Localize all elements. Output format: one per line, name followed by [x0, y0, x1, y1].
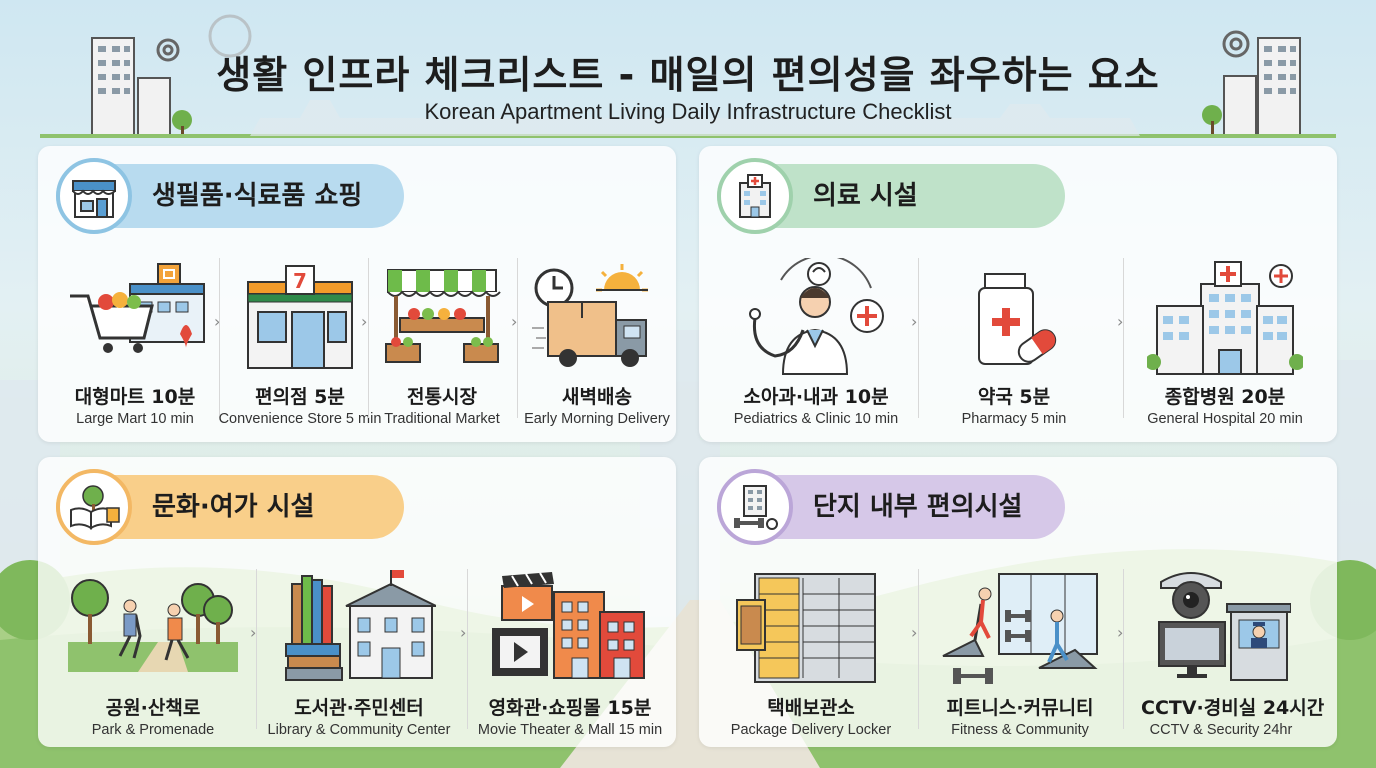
divider — [368, 258, 369, 418]
library-icon — [285, 570, 436, 681]
list-item: 피트니스·커뮤니티 Fitness & Community — [939, 569, 1101, 749]
chevron-right-icon: › — [250, 623, 257, 642]
item-label-en: Convenience Store 5 min — [218, 411, 382, 427]
item-list: 공원·산책로 Park & Promenade › — [38, 569, 676, 749]
item-label-en: Movie Theater & Mall 15 min — [477, 722, 663, 738]
list-item: 영화관·쇼핑몰 15분 Movie Theater & Mall 15 min — [478, 569, 662, 749]
divider — [517, 258, 518, 418]
shopping-cart-mart-icon — [70, 263, 205, 353]
item-list: 소아과·내과 10분 Pediatrics & Clinic 10 min › … — [699, 258, 1337, 438]
item-label-en: Traditional Market — [384, 411, 500, 427]
item-label-ko: 도서관·주민센터 — [294, 697, 424, 719]
item-label-ko: 약국 5분 — [977, 386, 1051, 408]
section-header-shopping: 생필품·식료품 쇼핑 — [56, 158, 404, 234]
chevron-right-icon: › — [911, 623, 918, 642]
divider — [918, 569, 919, 729]
divider — [219, 258, 220, 418]
hospital-icon — [717, 158, 793, 234]
chevron-right-icon: › — [1117, 312, 1124, 331]
divider — [256, 569, 257, 729]
item-label-en: Park & Promenade — [91, 722, 215, 738]
header: 생활 인프라 체크리스트 - 매일의 편의성을 좌우하는 요소 Korean A… — [0, 0, 1376, 140]
chevron-right-icon: › — [1117, 623, 1124, 642]
divider — [467, 569, 468, 729]
section-complex: 단지 내부 편의시설 택배보관소 Package Delivery Locker… — [699, 457, 1337, 747]
section-medical: 의료 시설 소아과·내과 10분 Pediatrics & Clinic 10 … — [699, 146, 1337, 442]
item-label-ko: 대형마트 10분 — [74, 386, 196, 408]
list-item: 7 편의점 5분 Convenience Store 5 min — [219, 258, 381, 438]
item-label-ko: CCTV·경비실 24시간 — [1141, 697, 1325, 719]
chevron-right-icon: › — [361, 312, 368, 331]
list-item: 소아과·내과 10분 Pediatrics & Clinic 10 min — [734, 258, 898, 438]
book-tree-icon — [56, 469, 132, 545]
chevron-right-icon: › — [214, 312, 221, 331]
general-hospital-icon — [1147, 261, 1303, 375]
convenience-store-icon: 7 — [247, 265, 353, 369]
doctor-icon — [749, 258, 884, 375]
item-label-en: Package Delivery Locker — [730, 722, 892, 738]
cctv-icon — [1158, 572, 1291, 681]
market-stall-icon — [385, 269, 501, 363]
page-title: 생활 인프라 체크리스트 - 매일의 편의성을 좌우하는 요소 — [216, 53, 1160, 97]
pharmacy-icon — [978, 273, 1057, 365]
item-label-en: CCTV & Security 24hr — [1149, 722, 1293, 738]
list-item: 약국 5분 Pharmacy 5 min — [959, 258, 1069, 438]
section-header-culture: 문화·여가 시설 — [56, 469, 404, 545]
list-item: 공원·산책로 Park & Promenade — [68, 569, 238, 749]
item-label-en: Early Morning Delivery — [524, 411, 670, 427]
list-item: 새벽배송 Early Morning Delivery — [524, 258, 670, 438]
svg-text:7: 7 — [293, 269, 307, 293]
park-icon — [68, 579, 238, 672]
list-item: 전통시장 Traditional Market — [382, 258, 502, 438]
item-label-ko: 택배보관소 — [767, 697, 855, 719]
divider — [918, 258, 919, 418]
section-header-medical: 의료 시설 — [717, 158, 1065, 234]
list-item: 택배보관소 Package Delivery Locker — [731, 569, 891, 749]
item-label-en: Library & Community Center — [267, 722, 451, 738]
item-list: 대형마트 10분 Large Mart 10 min › 7 편의점 5분 Co… — [38, 258, 676, 438]
locker-icon — [736, 573, 876, 683]
divider — [1123, 569, 1124, 729]
delivery-truck-icon — [532, 264, 648, 367]
item-label-en: Large Mart 10 min — [76, 411, 194, 427]
store-icon — [56, 158, 132, 234]
item-label-ko: 종합병원 20분 — [1164, 386, 1286, 408]
section-header-complex: 단지 내부 편의시설 — [717, 469, 1065, 545]
item-label-ko: 피트니스·커뮤니티 — [946, 697, 1094, 719]
chevron-right-icon: › — [911, 312, 918, 331]
item-label-ko: 전통시장 — [407, 386, 477, 408]
apartment-gym-icon — [717, 469, 793, 545]
list-item: CCTV·경비실 24시간 CCTV & Security 24hr — [1141, 569, 1324, 749]
item-label-en: General Hospital 20 min — [1147, 411, 1303, 427]
page-subtitle: Korean Apartment Living Daily Infrastruc… — [424, 99, 952, 124]
section-shopping: 생필품·식료품 쇼핑 대형마트 10분 Large Mart 10 min › — [38, 146, 676, 442]
section-culture: 문화·여가 시설 공원·산책로 Park & Promenade — [38, 457, 676, 747]
item-list: 택배보관소 Package Delivery Locker › — [699, 569, 1337, 749]
item-label-en: Pharmacy 5 min — [961, 411, 1067, 427]
item-label-ko: 소아과·내과 10분 — [743, 386, 889, 408]
chevron-right-icon: › — [511, 312, 518, 331]
movie-mall-icon — [492, 572, 645, 679]
list-item: 대형마트 10분 Large Mart 10 min — [60, 258, 210, 438]
section-title: 생필품·식료품 쇼핑 — [152, 181, 363, 211]
list-item: 도서관·주민센터 Library & Community Center — [268, 569, 450, 749]
section-title: 단지 내부 편의시설 — [813, 492, 1023, 522]
section-title: 문화·여가 시설 — [152, 492, 315, 522]
item-label-ko: 새벽배송 — [562, 386, 632, 408]
list-item: 종합병원 20분 General Hospital 20 min — [1147, 258, 1303, 438]
fitness-icon — [942, 573, 1098, 684]
item-label-en: Pediatrics & Clinic 10 min — [733, 411, 899, 427]
item-label-ko: 공원·산책로 — [105, 697, 201, 719]
item-label-ko: 편의점 5분 — [255, 386, 345, 408]
divider — [1123, 258, 1124, 418]
item-label-ko: 영화관·쇼핑몰 15분 — [488, 697, 652, 719]
header-skyline-icon — [40, 14, 1336, 138]
item-label-en: Fitness & Community — [951, 722, 1089, 738]
section-title: 의료 시설 — [813, 181, 918, 211]
chevron-right-icon: › — [460, 623, 467, 642]
